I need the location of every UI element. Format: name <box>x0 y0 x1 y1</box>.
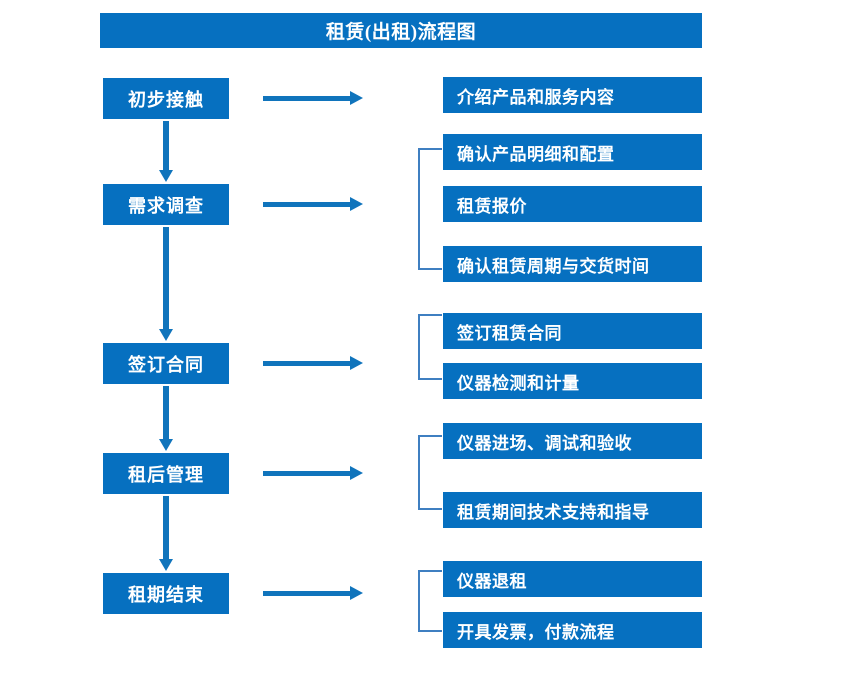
group-bracket-post-rental-management <box>418 435 442 510</box>
stage-box-rental-end[interactable]: 租期结束 <box>103 573 229 614</box>
stage-box-demand-survey[interactable]: 需求调查 <box>103 184 229 225</box>
horizontal-arrow-4 <box>263 466 363 480</box>
horizontal-arrow-2 <box>263 197 363 211</box>
vertical-arrow-3 <box>159 386 173 451</box>
detail-box-instrument-entry[interactable]: 仪器进场、调试和验收 <box>443 423 702 459</box>
detail-box-confirm-product-spec[interactable]: 确认产品明细和配置 <box>443 134 702 170</box>
stage-box-preliminary-contact[interactable]: 初步接触 <box>103 78 229 119</box>
detail-box-introduce-products[interactable]: 介绍产品和服务内容 <box>443 77 702 113</box>
detail-box-rental-quotation[interactable]: 租赁报价 <box>443 186 702 222</box>
group-bracket-sign-contract <box>418 314 442 380</box>
detail-box-instrument-return[interactable]: 仪器退租 <box>443 561 702 597</box>
detail-box-confirm-rental-period[interactable]: 确认租赁周期与交货时间 <box>443 246 702 282</box>
vertical-arrow-2 <box>159 227 173 341</box>
group-bracket-rental-end <box>418 570 442 632</box>
detail-box-sign-rental-contract[interactable]: 签订租赁合同 <box>443 313 702 349</box>
detail-box-invoice-payment[interactable]: 开具发票，付款流程 <box>443 612 702 648</box>
stage-box-sign-contract[interactable]: 签订合同 <box>103 343 229 384</box>
vertical-arrow-4 <box>159 496 173 571</box>
vertical-arrow-1 <box>159 121 173 182</box>
detail-box-instrument-testing[interactable]: 仪器检测和计量 <box>443 363 702 399</box>
horizontal-arrow-5 <box>263 586 363 600</box>
horizontal-arrow-3 <box>263 356 363 370</box>
stage-box-post-rental-management[interactable]: 租后管理 <box>103 453 229 494</box>
group-bracket-demand-survey <box>418 148 442 270</box>
page-title: 租赁(出租)流程图 <box>100 13 702 48</box>
detail-box-technical-support[interactable]: 租赁期间技术支持和指导 <box>443 492 702 528</box>
horizontal-arrow-1 <box>263 91 363 105</box>
